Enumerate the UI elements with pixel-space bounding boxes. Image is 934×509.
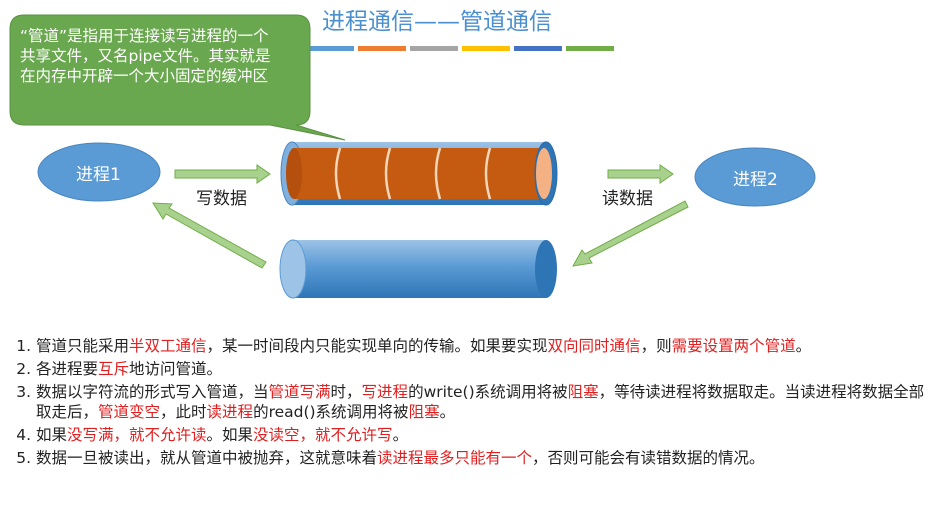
point-item: 管道只能采用半双工通信，某一时间段内只能实现单向的传输。如果要实现双向同时通信，… (36, 336, 926, 356)
highlight-text: 阻塞 (408, 403, 440, 421)
title-color-bar (306, 46, 614, 51)
write-label: 写数据 (196, 189, 247, 209)
title-bar-segment (514, 46, 562, 51)
callout-bubble (9, 14, 346, 141)
point-text: 。如果 (206, 426, 254, 444)
read-label: 读数据 (602, 189, 653, 209)
empty-pipe (279, 239, 557, 299)
point-text: 管道只能采用 (36, 337, 130, 355)
highlight-text: 互斥 (98, 360, 130, 378)
point-item: 各进程要互斥地访问管道。 (36, 359, 926, 379)
return-arrow-right (572, 200, 689, 267)
highlight-text: 没写满，就不允许读 (67, 426, 207, 444)
point-item: 数据一旦被读出，就从管道中被抛弃，这就意味着读进程最多只能有一个，否则可能会有读… (36, 448, 926, 468)
highlight-text: 阻塞 (567, 383, 599, 401)
highlight-text: 管道写满 (268, 383, 331, 401)
highlight-text: 半双工通信 (129, 337, 207, 355)
title-bar-segment (306, 46, 354, 51)
highlight-text: 管道变空 (98, 403, 161, 421)
point-text: ，否则可能会有读错数据的情况。 (532, 449, 765, 467)
point-text: 各进程要 (36, 360, 99, 378)
point-item: 数据以字符流的形式写入管道，当管道写满时，写进程的write()系统调用将被阻塞… (36, 382, 926, 422)
title-bar-segment (358, 46, 406, 51)
highlight-text: 读进程 (206, 403, 254, 421)
process1-node (37, 142, 161, 202)
point-text: ，则 (640, 337, 672, 355)
write-arrow (174, 164, 271, 184)
page-title: 进程通信——管道通信 (322, 9, 552, 35)
process1-label: 进程1 (76, 165, 121, 185)
highlight-text: 读进程最多只能有一个 (377, 449, 533, 467)
highlight-text: 双向同时通信 (547, 337, 641, 355)
point-text: 地访问管道。 (129, 360, 223, 378)
point-text: ，某一时间段内只能实现单向的传输。如果要实现 (206, 337, 548, 355)
highlight-text: 写进程 (361, 383, 409, 401)
highlight-text: 没读空，就不允许写 (253, 426, 393, 444)
return-arrow-left (152, 202, 267, 269)
read-arrow (607, 164, 674, 184)
point-text: 数据一旦被读出，就从管道中被抛弃，这就意味着 (36, 449, 378, 467)
callout-text: “管道”是指用于连接读写进程的一个共享文件，又名pipe文件。其实就是在内存中开… (20, 27, 271, 85)
title-bar-segment (566, 46, 614, 51)
point-text: 。 (392, 426, 409, 444)
process2-label: 进程2 (733, 170, 778, 190)
highlight-text: 需要设置两个管道 (671, 337, 796, 355)
point-text: 。 (439, 403, 456, 421)
point-text: 。 (795, 337, 812, 355)
title-bar-segment (462, 46, 510, 51)
title-bar-segment (410, 46, 458, 51)
point-text: 的read()系统调用将被 (253, 403, 409, 421)
point-text: 数据以字符流的形式写入管道，当 (36, 383, 269, 401)
point-text: ，此时 (160, 403, 207, 421)
process2-node (694, 147, 816, 207)
point-text: ，等待读进程将数据取走。当读进程将数据全部取走后， (36, 383, 925, 421)
point-text: 如果 (36, 426, 68, 444)
point-text: 的write()系统调用将被 (408, 383, 568, 401)
point-item: 如果没写满，就不允许读。如果没读空，就不允许写。 (36, 425, 926, 445)
points-list: 管道只能采用半双工通信，某一时间段内只能实现单向的传输。如果要实现双向同时通信，… (0, 336, 926, 471)
point-text: 时， (330, 383, 362, 401)
full-pipe (280, 141, 558, 206)
